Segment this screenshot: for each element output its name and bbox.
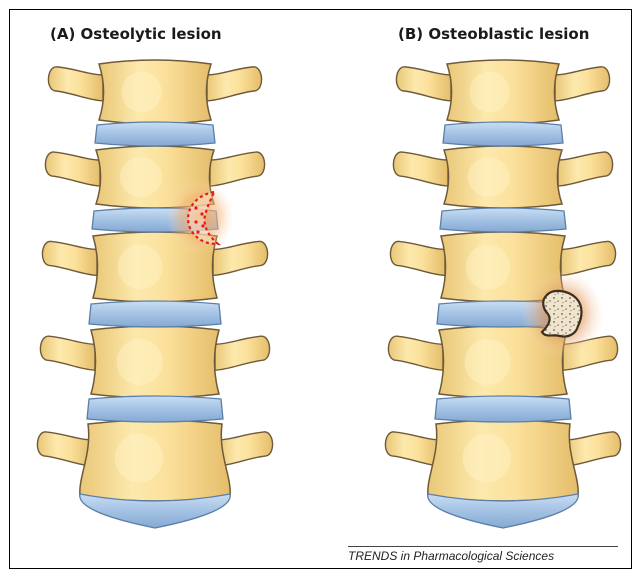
- spine-b-disc-2: [440, 208, 566, 232]
- spine-a-vertebra-4-left-process: [40, 336, 95, 370]
- osteolytic-lesion-dot: [194, 206, 197, 209]
- spine-b-vertebra-4-left-process: [388, 336, 443, 370]
- spine-a: [37, 60, 272, 528]
- spine-b-vertebra-5-left-process: [385, 432, 440, 466]
- spine-a-vertebra-3-left-process: [42, 241, 97, 275]
- spine-b-vertebra-2-left-process: [393, 152, 448, 186]
- spine-a-vertebra-2-right-process: [210, 152, 265, 186]
- spine-b-disc-4: [435, 396, 571, 422]
- osteolytic-lesion-dot: [194, 220, 197, 223]
- credit-rule: [348, 546, 618, 547]
- spine-b-vertebra-3-left-process: [390, 241, 445, 275]
- spine-a-vertebra-1-left-process: [48, 67, 103, 101]
- osteoblastic-lesion-mass: [542, 291, 582, 337]
- spine-b-vertebra-1-left-process: [396, 67, 451, 101]
- spine-b-vertebra-3-right-process: [561, 241, 616, 275]
- osteolytic-lesion-dot: [200, 212, 203, 215]
- spine-a-disc-1: [95, 122, 215, 146]
- osteolytic-lesion-dot: [196, 230, 199, 233]
- spine-b-vertebra-5-right-process: [566, 432, 621, 466]
- spine-a-vertebra-5-right-process: [218, 432, 273, 466]
- spine-b-disc-1: [443, 122, 563, 146]
- spine-a-vertebra-1-right-process: [207, 67, 262, 101]
- spine-a-vertebra-4-right-process: [215, 336, 270, 370]
- spine-b-vertebra-2-right-process: [558, 152, 613, 186]
- spine-a-disc-3: [89, 301, 221, 327]
- spine-a-vertebra-5-left-process: [37, 432, 92, 466]
- spine-a-disc-4: [87, 396, 223, 422]
- spine-a-vertebra-2-left-process: [45, 152, 100, 186]
- osteolytic-lesion-dot: [201, 224, 204, 227]
- spine-b-vertebra-1-right-process: [555, 67, 610, 101]
- journal-credit: TRENDS in Pharmacological Sciences: [348, 549, 554, 563]
